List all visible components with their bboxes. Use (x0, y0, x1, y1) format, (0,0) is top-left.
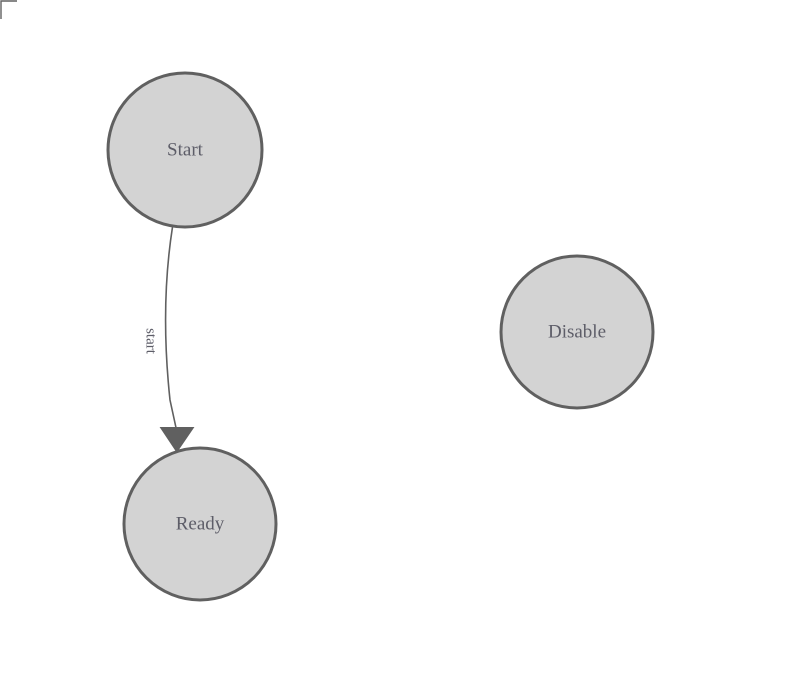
state-node-disable-label: Disable (548, 321, 606, 342)
edge-start-to-ready[interactable]: start (143, 226, 195, 453)
corner-mark-path (0, 0, 17, 19)
state-node-disable[interactable]: Disable (499, 254, 655, 410)
state-node-ready-shape (122, 446, 278, 602)
state-node-disable-shape (499, 254, 655, 410)
edge-start-to-ready-path (164, 226, 178, 431)
edge-start-to-ready-arrowhead-icon (159, 427, 195, 453)
state-node-start[interactable]: Start (106, 71, 264, 229)
state-node-ready[interactable]: Ready (122, 446, 278, 602)
state-node-ready-label: Ready (176, 513, 225, 534)
state-node-start-shape (106, 71, 264, 229)
state-node-start-label: Start (167, 139, 204, 160)
top-left-corner-mark (0, 0, 17, 19)
edge-label-start: start (143, 328, 159, 355)
